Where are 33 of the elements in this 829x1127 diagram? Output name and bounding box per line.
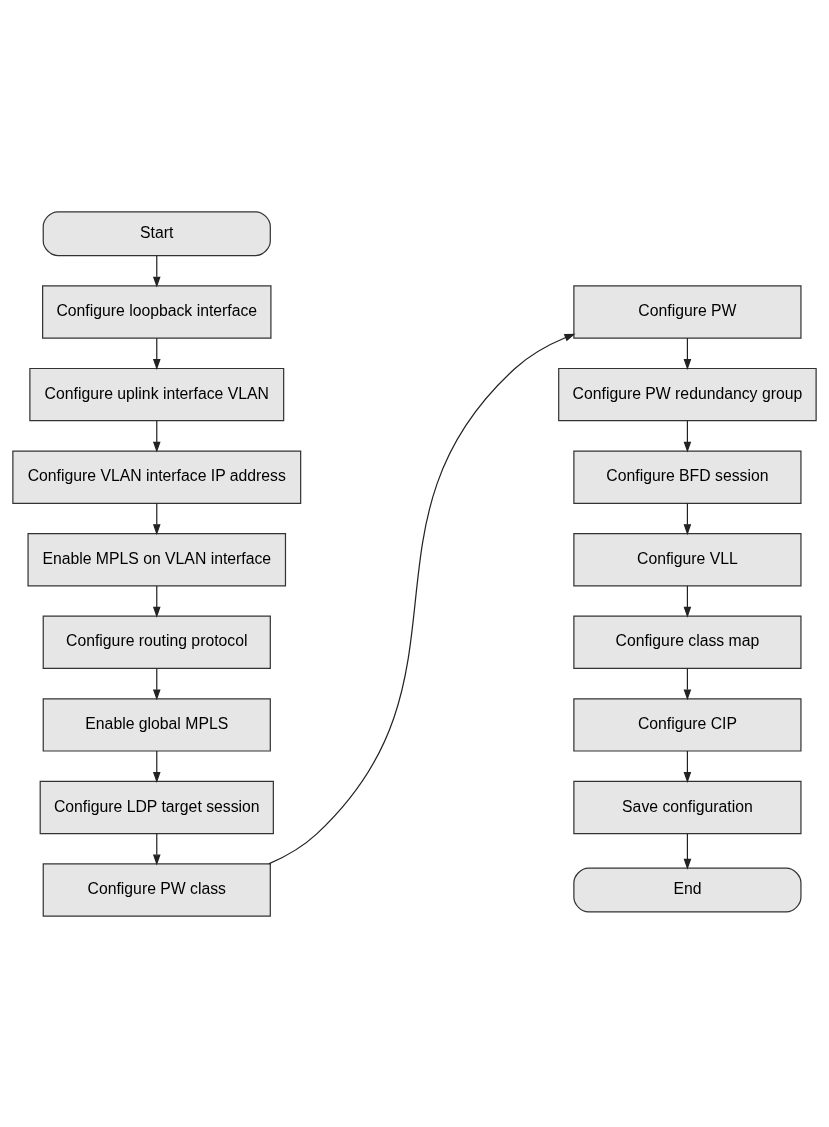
arrow	[152, 254, 161, 288]
arrow	[152, 749, 161, 783]
arrow	[152, 667, 161, 700]
node-box: Configure LDP target session	[39, 780, 274, 834]
node-box: Configure VLAN interface IP address	[12, 449, 302, 504]
node-box: Configure CIP	[573, 697, 802, 752]
arrow	[683, 337, 692, 370]
arrow	[683, 584, 692, 618]
arrow	[152, 502, 161, 535]
node-box: Configure BFD session	[573, 449, 802, 504]
node-box: Configure uplink interface VLAN	[29, 367, 285, 421]
node-box: Save configuration	[573, 780, 802, 834]
node-box: Configure routing protocol	[42, 615, 271, 669]
arrow	[683, 502, 692, 535]
arrow	[268, 333, 576, 864]
node-box: Enable global MPLS	[42, 697, 271, 752]
node-box: Configure PW class	[42, 862, 271, 917]
node-box: Configure VLL	[573, 532, 802, 586]
node-box: Start	[42, 210, 271, 256]
arrow	[683, 832, 692, 870]
node-box: End	[573, 867, 802, 912]
arrow	[152, 584, 161, 618]
node-box: Configure class map	[573, 615, 802, 669]
node-box: Configure PW redundancy group	[558, 367, 817, 421]
node-box: Configure PW	[573, 284, 802, 339]
node-box: Enable MPLS on VLAN interface	[27, 532, 287, 586]
node-box: Configure loopback interface	[42, 284, 272, 339]
arrow	[683, 667, 692, 700]
arrow	[152, 337, 161, 370]
arrow	[683, 419, 692, 453]
arrow	[152, 832, 161, 865]
arrow	[152, 419, 161, 453]
arrow	[683, 749, 692, 783]
